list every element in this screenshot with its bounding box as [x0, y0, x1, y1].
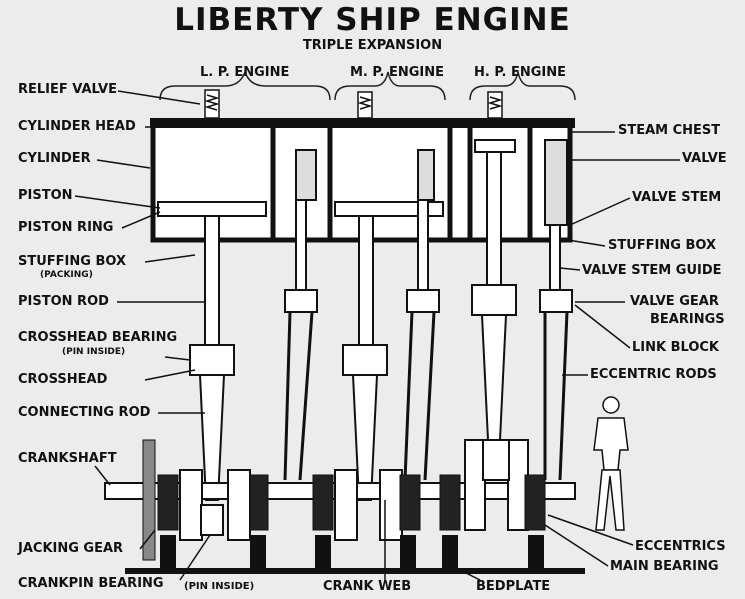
label-main-bearing: MAIN BEARING — [610, 559, 719, 574]
jacking-gear — [142, 439, 156, 561]
crank-webs — [179, 439, 529, 541]
label-crankpin-bearing: CRANKPIN BEARING — [18, 576, 164, 591]
label-cylinder: CYLINDER — [18, 151, 91, 166]
label-link-block: LINK BLOCK — [632, 340, 719, 355]
valve-housings — [295, 139, 568, 226]
cylinder-head-plate — [150, 118, 575, 128]
leader-lines — [74, 90, 680, 581]
diagram-subtitle: TRIPLE EXPANSION — [302, 38, 443, 53]
label-crosshead-pin-inside: (PIN INSIDE) — [62, 347, 126, 357]
mp-brace — [334, 71, 446, 101]
connecting-rods — [198, 314, 508, 501]
diagram-title: LIBERTY SHIP ENGINE — [174, 2, 571, 38]
label-bedplate: BEDPLATE — [476, 579, 551, 594]
label-piston-ring: PISTON RING — [18, 220, 114, 235]
label-stuffing-box-right: STUFFING BOX — [608, 238, 716, 253]
label-jacking-gear: JACKING GEAR — [18, 541, 124, 556]
label-stuffing-box-left: STUFFING BOX — [18, 254, 126, 269]
label-bearings: BEARINGS — [650, 312, 725, 327]
bearing-pedestals — [160, 535, 544, 568]
label-crosshead: CROSSHEAD — [18, 372, 108, 387]
label-crankshaft: CRANKSHAFT — [18, 451, 117, 466]
label-relief-valve: RELIEF VALVE — [18, 82, 117, 97]
label-eccentric-rods: ECCENTRIC RODS — [590, 367, 717, 382]
eccentric-rods — [283, 311, 569, 481]
section-lp-engine: L. P. ENGINE — [200, 65, 290, 80]
section-mp-engine: M. P. ENGINE — [350, 65, 445, 80]
pistons — [157, 139, 516, 217]
label-crankpin-pin-inside: (PIN INSIDE) — [184, 581, 255, 592]
label-eccentrics: ECCENTRICS — [635, 539, 726, 554]
label-valve-stem-guide: VALVE STEM GUIDE — [582, 263, 722, 278]
label-packing: (PACKING) — [40, 270, 93, 280]
crossheads — [189, 284, 573, 376]
lp-brace — [159, 69, 331, 101]
label-valve-gear: VALVE GEAR — [630, 294, 719, 309]
label-cylinder-head: CYLINDER HEAD — [18, 119, 136, 134]
eccentrics — [157, 474, 546, 531]
relief-valves — [204, 89, 503, 119]
label-piston-rod: PISTON ROD — [18, 294, 109, 309]
crankpin-bearings — [200, 439, 510, 536]
label-connecting-rod: CONNECTING ROD — [18, 405, 151, 420]
label-steam-chest: STEAM CHEST — [618, 123, 721, 138]
hp-brace — [469, 71, 576, 101]
section-hp-engine: H. P. ENGINE — [474, 65, 566, 80]
label-valve-stem: VALVE STEM — [632, 190, 722, 205]
person-figure — [593, 396, 629, 531]
label-piston: PISTON — [18, 188, 73, 203]
label-crosshead-bearing: CROSSHEAD BEARING — [18, 330, 178, 345]
bedplate — [125, 568, 585, 574]
label-crank-web: CRANK WEB — [323, 579, 412, 594]
label-valve: VALVE — [682, 151, 727, 166]
